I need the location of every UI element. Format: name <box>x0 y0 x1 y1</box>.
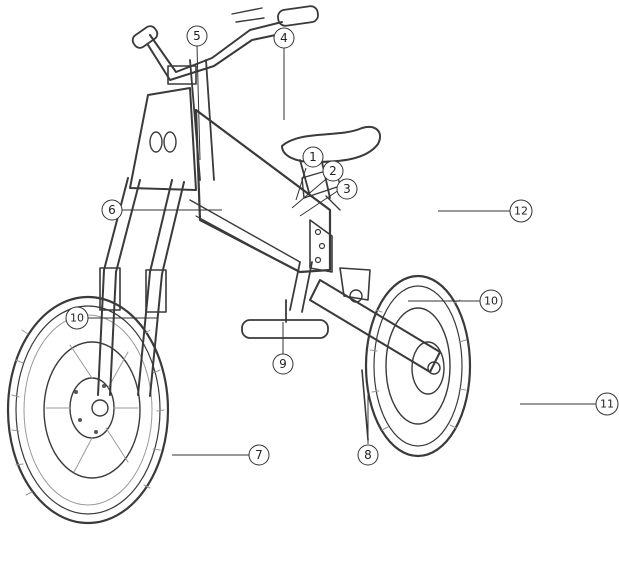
callout-8: 8 <box>357 444 379 466</box>
bike-sketch <box>6 5 472 525</box>
callout-10-front-label: 10 <box>70 312 84 325</box>
front-wheel <box>6 295 170 525</box>
callout-8-label: 8 <box>364 448 372 462</box>
callout-10-rear: 10 <box>479 289 503 313</box>
callout-10-front: 10 <box>65 306 89 330</box>
leader-lines <box>88 45 596 456</box>
callout-3-label: 3 <box>343 182 351 196</box>
callout-4: 4 <box>273 27 295 49</box>
kickstand <box>361 369 369 441</box>
footrest <box>241 299 329 339</box>
callout-7: 7 <box>248 444 270 466</box>
callout-5-label: 5 <box>193 29 201 43</box>
swingarm <box>289 261 441 375</box>
callouts: 1 2 3 4 5 6 7 8 <box>65 25 619 466</box>
callout-2-label: 2 <box>329 164 337 178</box>
callout-5: 5 <box>186 25 208 47</box>
front-fork <box>97 177 185 397</box>
callout-12: 12 <box>509 199 533 223</box>
callout-4-label: 4 <box>280 31 288 45</box>
callout-9: 9 <box>272 353 294 375</box>
callout-9-label: 9 <box>279 357 287 371</box>
rear-wheel <box>364 274 472 458</box>
handlebar <box>129 5 319 191</box>
callout-12-label: 12 <box>514 205 528 218</box>
callout-6: 6 <box>101 199 123 221</box>
callout-7-label: 7 <box>255 448 263 462</box>
callout-6-label: 6 <box>108 203 116 217</box>
callout-10-rear-label: 10 <box>484 295 498 308</box>
callout-11-label: 11 <box>600 398 614 411</box>
callout-1: 1 <box>302 146 324 168</box>
callout-3: 3 <box>336 178 358 200</box>
callout-1-label: 1 <box>309 150 317 164</box>
callout-11: 11 <box>595 392 619 416</box>
callout-2: 2 <box>322 160 344 182</box>
